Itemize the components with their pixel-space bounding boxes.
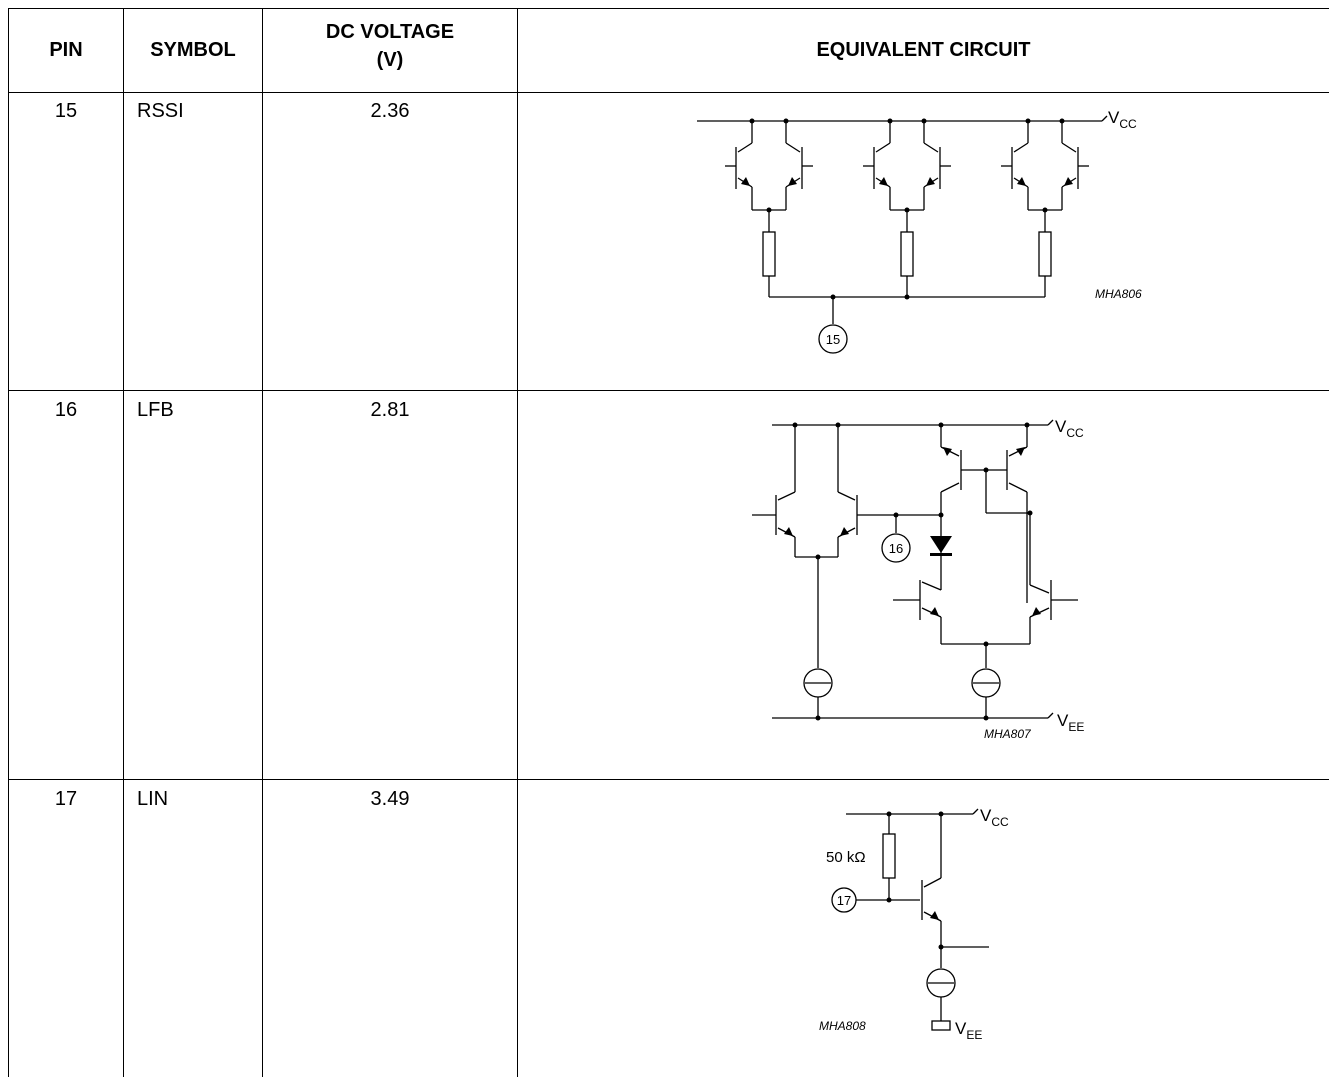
mha808-pin-label: 17 [837,893,851,908]
header-divider [8,92,1329,93]
mha806-pin-label: 15 [826,332,840,347]
header-dc-voltage: DC VOLTAGE (V) [263,18,517,74]
mha807-vee-label: VEE [1057,711,1084,734]
header-symbol: SYMBOL [150,39,236,61]
mha807-vcc-label: VCC [1055,417,1084,440]
circuit-mha808: VCC VEE 17 50 kΩ MHA808 [819,806,1009,1042]
row-17-symbol: LIN [137,788,169,810]
mha807-pin-label: 16 [889,541,903,556]
row-16-voltage: 2.81 [370,399,410,421]
table-border-top [8,8,1329,9]
mha808-resistor-label: 50 kΩ [826,849,866,866]
mha808-code: MHA808 [819,1019,866,1033]
column-divider [123,8,124,1077]
row-15-symbol: RSSI [137,100,184,122]
column-divider [8,8,9,1077]
header-dc-voltage-line1: DC VOLTAGE [325,21,455,43]
mha808-vee-label: VEE [955,1019,982,1042]
row-16-pin: 16 [54,399,78,421]
mha807-code: MHA807 [984,727,1032,741]
row-17-voltage: 3.49 [370,788,410,810]
row-15-voltage: 2.36 [370,100,410,122]
header-pin: PIN [49,39,83,61]
row-15-pin: 15 [54,100,78,122]
mha808-vcc-label: VCC [980,806,1009,829]
header-equivalent-circuit: EQUIVALENT CIRCUIT [816,39,1031,61]
mha806-vcc-label: VCC [1108,108,1137,131]
row-17-pin: 17 [54,788,78,810]
mha806-code: MHA806 [1095,287,1142,301]
column-divider [517,8,518,1077]
row-16-symbol: LFB [137,399,174,421]
header-dc-voltage-line2: (V) [376,49,404,71]
circuit-mha807: VCC VEE 16 MHA807 [752,417,1084,741]
circuit-mha806: VCC 15 MHA806 [697,108,1142,354]
row-divider [8,779,1329,780]
column-divider [262,8,263,1077]
row-divider [8,390,1329,391]
